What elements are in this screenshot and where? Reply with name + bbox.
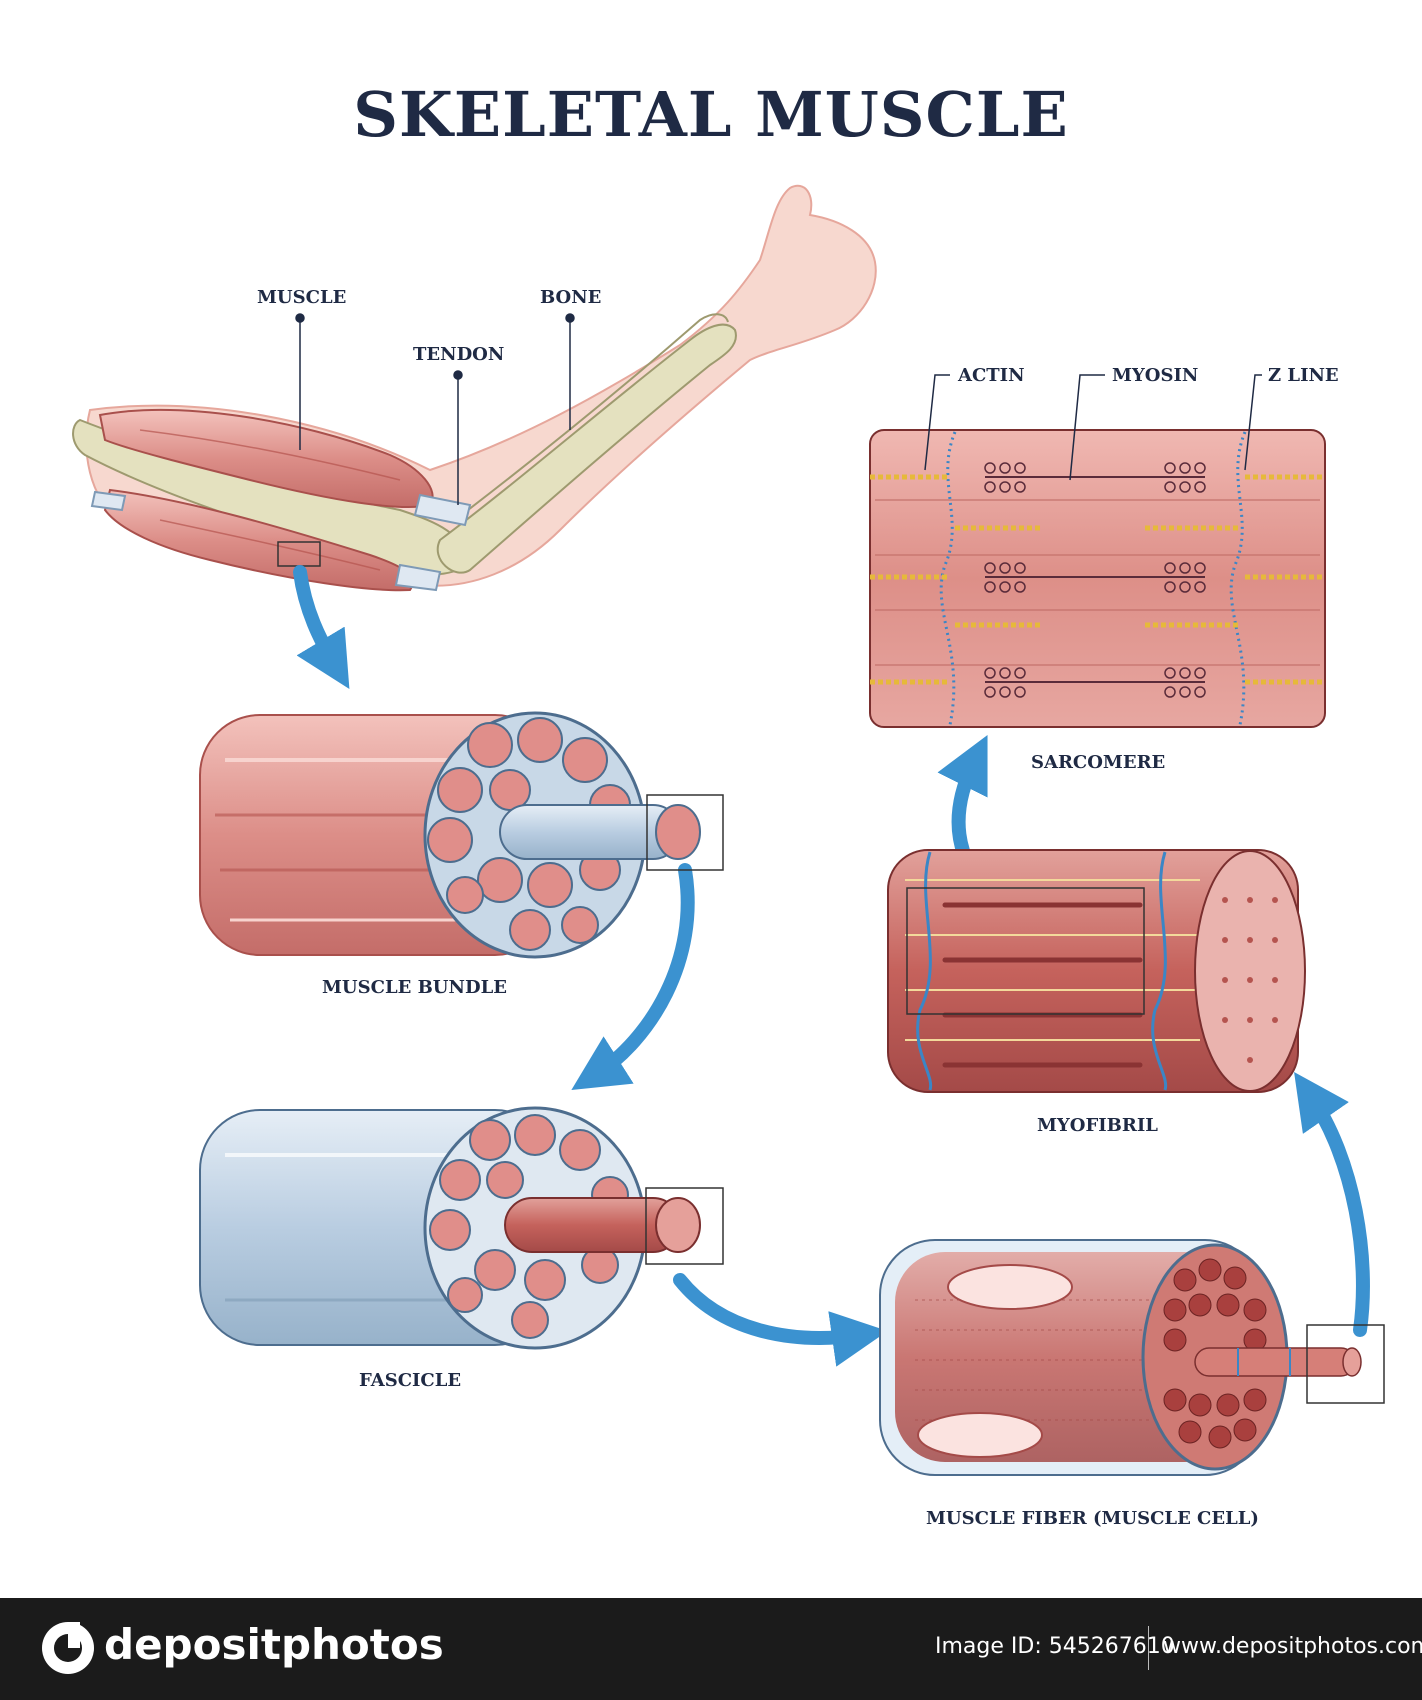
- arrow-arm-to-bundle: [293, 565, 350, 690]
- label-z-line: Z LINE: [1268, 365, 1339, 386]
- arrow-bundle-to-fascicle: [571, 863, 695, 1091]
- label-actin: ACTIN: [958, 365, 1025, 386]
- arrow-fascicle-to-fiber: [673, 1273, 888, 1367]
- fiber-zoom-box: [1306, 1324, 1385, 1404]
- actin-filaments: [870, 474, 1325, 685]
- label-tendon: TENDON: [413, 344, 505, 365]
- label-bone: BONE: [540, 287, 602, 308]
- arm-leader-lines: [295, 313, 575, 505]
- arm-illustration: [72, 185, 877, 592]
- fascicle-illustration: [199, 1106, 724, 1350]
- myofibril-illustration: [887, 849, 1306, 1093]
- label-myofibril: MYOFIBRIL: [1037, 1115, 1158, 1136]
- sarcomere-illustration: [869, 429, 1326, 728]
- label-muscle-bundle: MUSCLE BUNDLE: [322, 977, 507, 998]
- depositphotos-logo-icon: [42, 1622, 94, 1674]
- footer-bar: depositphotos Image ID: 545267610 www.de…: [0, 1598, 1422, 1700]
- diagram-illustration: [72, 185, 1385, 1476]
- footer-site-link[interactable]: www.depositphotos.com: [1163, 1634, 1422, 1659]
- label-myosin: MYOSIN: [1112, 365, 1199, 386]
- footer-separator: [1148, 1626, 1149, 1670]
- fascicle-fibers: [429, 1114, 629, 1339]
- myosin-filaments: [984, 462, 1206, 698]
- sarcomere-leader-lines: [924, 374, 1262, 481]
- bone-forearm: [436, 323, 737, 574]
- myofibril-zoom-box: [906, 887, 1145, 1015]
- footer-image-id: Image ID: 545267610: [935, 1634, 1175, 1659]
- label-muscle: MUSCLE: [257, 287, 347, 308]
- label-muscle-fiber: MUSCLE FIBER (MUSCLE CELL): [926, 1508, 1259, 1529]
- muscle-fiber-illustration: [879, 1239, 1385, 1476]
- page-title: SKELETAL MUSCLE: [353, 78, 1069, 151]
- label-fascicle: FASCICLE: [359, 1370, 462, 1391]
- fiber-myofibrils: [1163, 1258, 1267, 1449]
- tendon: [413, 493, 472, 527]
- arrow-fiber-to-myofibril: [1294, 1071, 1370, 1337]
- label-sarcomere: SARCOMERE: [1031, 752, 1166, 773]
- footer-brand: depositphotos: [104, 1620, 444, 1669]
- bundle-zoom-box: [646, 794, 724, 871]
- muscle-triceps: [103, 488, 414, 592]
- muscle-bundle-illustration: [199, 711, 724, 959]
- fascicle-zoom-box: [645, 1187, 724, 1265]
